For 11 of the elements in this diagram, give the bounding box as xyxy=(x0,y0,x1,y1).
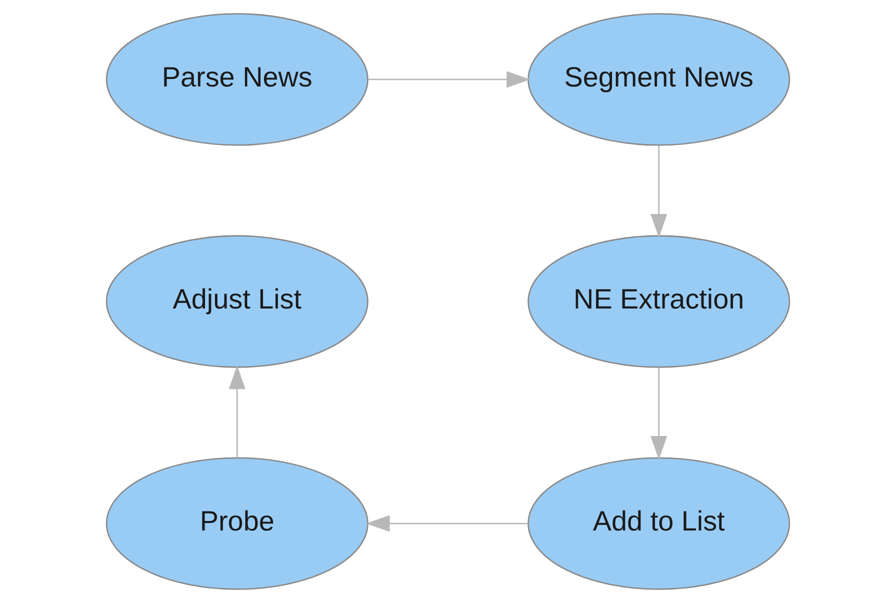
node-ellipse: Segment News xyxy=(528,13,790,146)
node-ellipse: Adjust List xyxy=(106,235,368,368)
node-ellipse: Probe xyxy=(106,457,368,590)
arrow xyxy=(368,71,530,88)
arrow xyxy=(228,365,246,458)
node-ellipse: Parse News xyxy=(106,13,368,146)
arrow xyxy=(650,368,668,460)
node-ellipse: NE Extraction xyxy=(528,235,790,368)
arrow xyxy=(366,515,528,532)
node-ellipse: Add to List xyxy=(528,457,790,590)
arrow xyxy=(650,145,668,238)
